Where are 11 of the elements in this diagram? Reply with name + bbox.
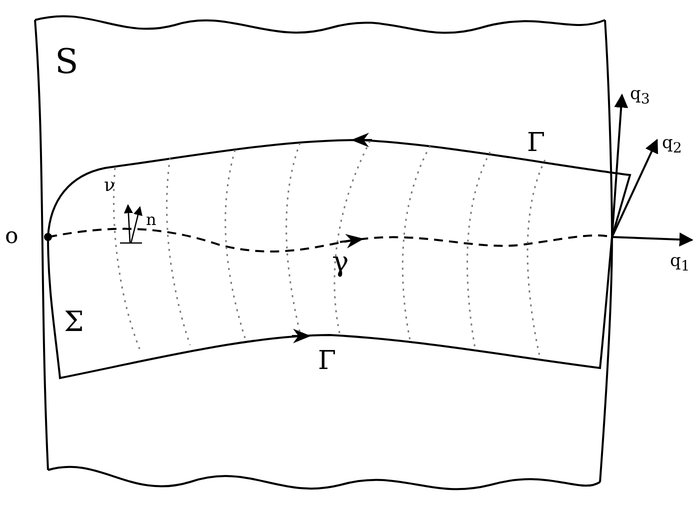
vector-label: q$_{3}$: [630, 86, 650, 107]
vector-label: n: [146, 212, 156, 228]
vector-label: q$_{1}$: [670, 253, 690, 274]
vector-label: q$_{2}$: [662, 135, 682, 156]
point-label: o: [5, 226, 18, 248]
curve-label: Γ: [527, 130, 546, 156]
curve-label: Γ: [318, 348, 336, 374]
vector-label: ν: [104, 177, 115, 195]
curve-label: γ: [332, 248, 349, 276]
surface-label: Σ: [64, 308, 84, 336]
surface-label: S: [55, 45, 78, 79]
